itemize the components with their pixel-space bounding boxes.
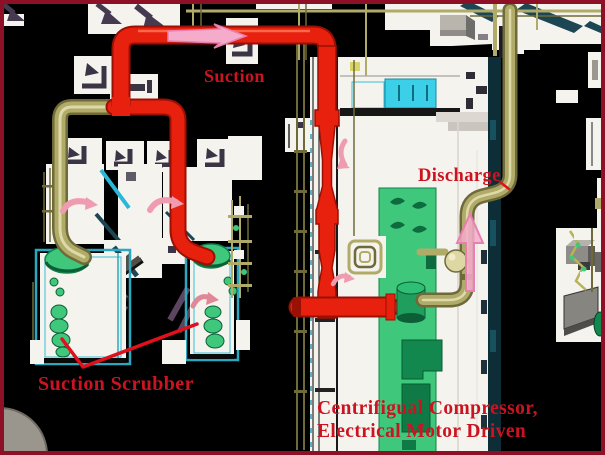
suction-riser (314, 45, 340, 319)
leader-lines (60, 180, 511, 369)
suction-label: Suction (204, 66, 265, 86)
scrubber-inlet-pipe (52, 99, 122, 265)
suction-scrubber-left (34, 246, 132, 366)
suction-scrubber-right (184, 243, 240, 362)
vessel-foot (30, 340, 44, 364)
compressor-label-line2: Electrical Motor Driven (317, 421, 526, 442)
suction-scrubber-label: Suction Scrubber (38, 373, 194, 395)
flow-arrow-up-icon (455, 211, 485, 292)
valve-manifold-lattice (228, 196, 252, 298)
flow-arrow-right-icon (167, 23, 249, 49)
rotation-swirl-icons (60, 138, 355, 309)
compressor-skid (378, 187, 443, 455)
compressor-label-line1: Centrifigual Compressor, (317, 398, 538, 419)
cooler-unit (384, 78, 437, 109)
vessel-foot (236, 320, 250, 350)
structural-grid-lines (32, 0, 603, 450)
pipe-coil-bundle (344, 236, 386, 278)
discharge-label: Discharge (418, 166, 501, 186)
suction-pipe (105, 25, 400, 321)
vessel-foot (162, 340, 186, 364)
valve-ball (444, 249, 468, 273)
bottom-right-platform (556, 228, 605, 342)
